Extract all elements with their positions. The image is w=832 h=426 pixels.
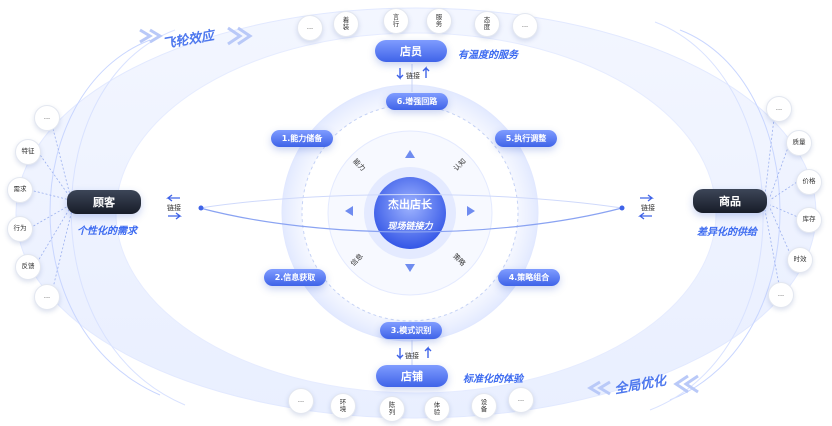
center-disc (374, 177, 446, 249)
store-attr: ... (508, 387, 534, 413)
customer-attr: 反馈 (15, 254, 41, 280)
outer-arc-right (669, 29, 781, 401)
staff-attr: 言行 (383, 8, 409, 34)
step-2: 2.信息获取 (264, 269, 326, 286)
goods-attr: 时效 (787, 247, 813, 273)
step-1: 1.能力储备 (271, 130, 333, 147)
axis-dot-right (619, 205, 625, 211)
staff-slogan: 有温度的服务 (458, 50, 518, 61)
staff-link-label: 链接 (406, 72, 420, 80)
customer-attr: 行为 (7, 216, 33, 242)
store-link-label: 链接 (405, 352, 419, 360)
staff-arrow-up (422, 66, 430, 78)
staff-node: 店员 (375, 40, 447, 62)
global-chevrons (587, 374, 699, 396)
arrow-left (345, 206, 353, 216)
customer-attr-lines (29, 124, 73, 293)
staff-attr: 着装 (333, 11, 359, 37)
goods-attr: ... (766, 96, 792, 122)
outer-arc-right-2 (649, 21, 764, 411)
store-node: 店铺 (376, 365, 448, 387)
store-attr: ... (288, 388, 314, 414)
store-attr: 环境 (330, 393, 356, 419)
store-attr: 陈列 (379, 396, 405, 422)
step-5: 5.执行调整 (495, 130, 557, 147)
outer-arc-left (49, 39, 161, 396)
flywheel-chevrons (139, 26, 253, 46)
store-slogan: 标准化的体验 (463, 374, 523, 385)
arrow-down (405, 264, 415, 272)
goods-attr: 价格 (796, 169, 822, 195)
goods-attr: ... (768, 282, 794, 308)
customer-attr: 特征 (15, 139, 41, 165)
store-attr: 设备 (471, 393, 497, 419)
goods-attr: 质量 (786, 130, 812, 156)
goods-link-label: 链接 (641, 204, 655, 212)
store-arrow-down (396, 348, 404, 360)
goods-attr: 库存 (796, 207, 822, 233)
step-3: 3.模式识别 (380, 322, 442, 339)
arrow-right (467, 206, 475, 216)
horizontal-axis (199, 207, 623, 233)
goods-attr-lines (764, 109, 801, 291)
step-4: 4.策略组合 (498, 269, 560, 286)
staff-attr: 服务 (426, 8, 452, 34)
customer-attr: 需求 (7, 177, 33, 203)
center-title: 杰出店长 (388, 198, 432, 211)
staff-attr: ... (512, 13, 538, 39)
store-arrow-up (424, 346, 432, 358)
goods-node: 商品 (693, 189, 767, 213)
arrow-up (405, 150, 415, 158)
staff-attr: 态度 (474, 11, 500, 37)
customer-attr: ... (34, 105, 60, 131)
center-subtitle: 现场链接力 (387, 222, 433, 232)
step-6: 6.增强回路 (386, 93, 448, 110)
customer-node: 顾客 (67, 190, 141, 214)
customer-link-label: 链接 (167, 204, 181, 212)
customer-link-arrows (166, 194, 182, 220)
staff-arrow-down (396, 68, 404, 80)
staff-attr: ... (297, 15, 323, 41)
horizontal-axis-back (199, 194, 623, 209)
customer-attr: ... (34, 284, 60, 310)
axis-dot-left (198, 205, 204, 211)
customer-slogan: 个性化的需求 (77, 226, 137, 237)
goods-slogan: 差异化的供给 (697, 227, 757, 238)
goods-link-arrows (638, 194, 654, 220)
store-attr: 体验 (424, 396, 450, 422)
